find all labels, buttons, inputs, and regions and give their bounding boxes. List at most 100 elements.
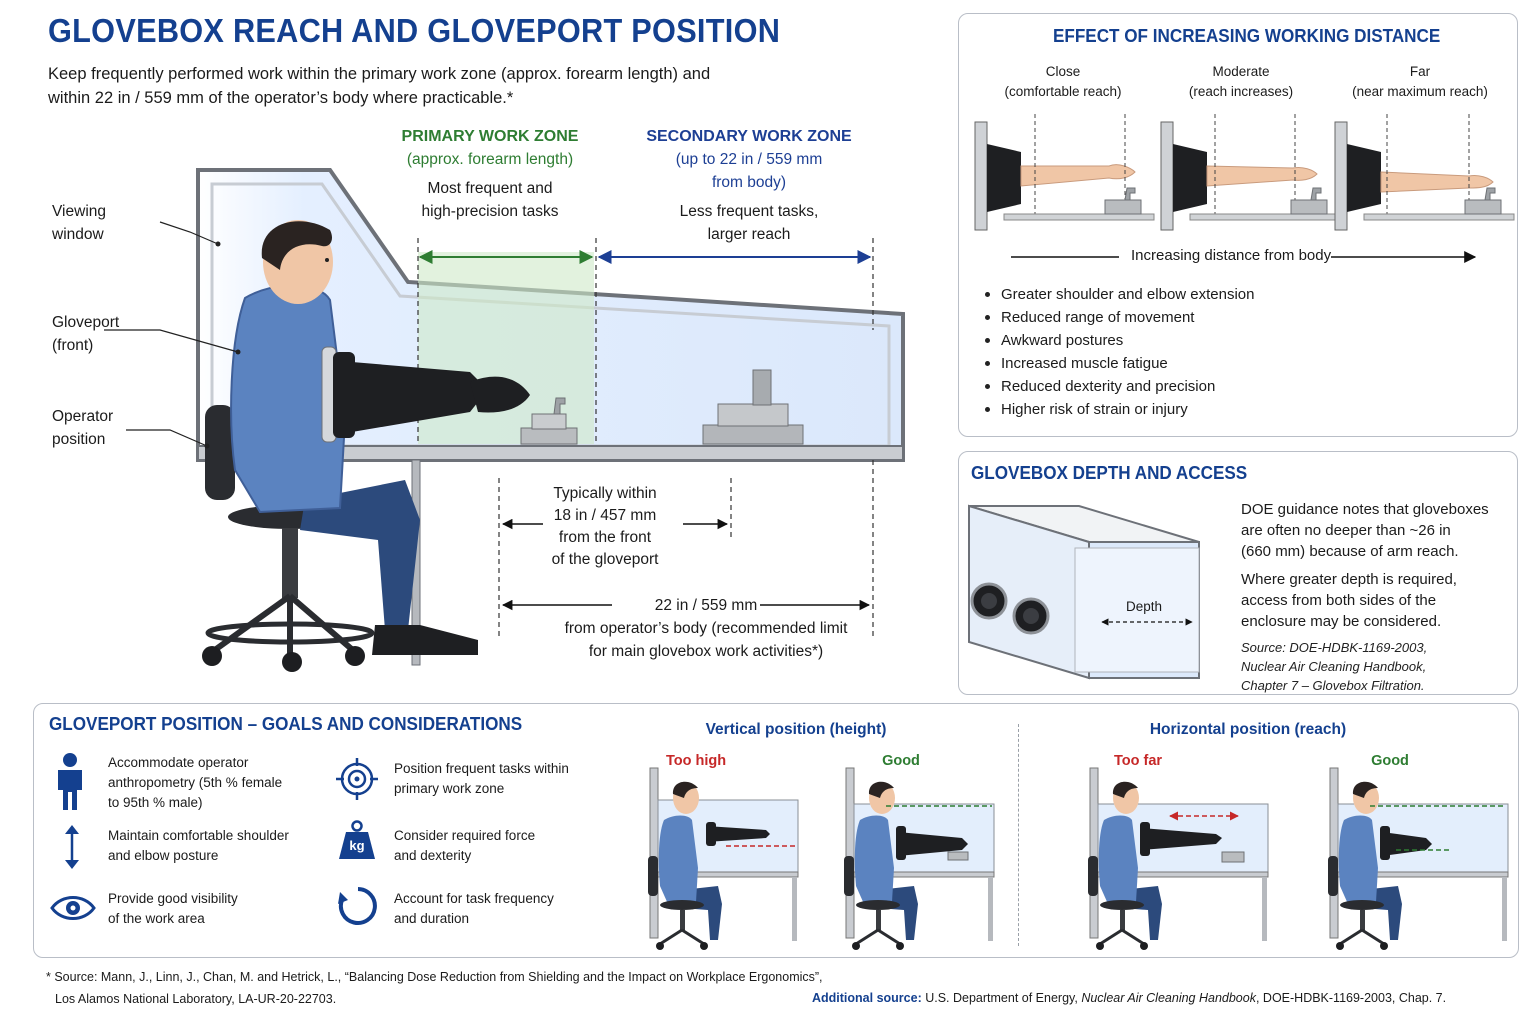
close-column-label: Close (comfortable reach) bbox=[979, 62, 1147, 102]
depth-paragraph-1: DOE guidance notes that gloveboxes are o… bbox=[1241, 499, 1489, 562]
scene-too-high bbox=[646, 767, 799, 952]
goal-anthropometry-line-3: to 95th % male) bbox=[108, 795, 203, 810]
list-item: Greater shoulder and elbow extension bbox=[981, 283, 1255, 306]
distance-effect-panel: EFFECT OF INCREASING WORKING DISTANCE Cl… bbox=[958, 13, 1518, 437]
moderate-label: Moderate bbox=[1212, 64, 1270, 79]
secondary-zone-subtitle-1: (up to 22 in / 559 mm bbox=[675, 151, 823, 168]
scene-too-far bbox=[1086, 767, 1269, 952]
depth-access-panel: GLOVEBOX DEPTH AND ACCESS Depth DOE guid… bbox=[958, 451, 1518, 695]
list-item: Increased muscle fatigue bbox=[981, 352, 1255, 375]
distance-arrow-label: Increasing distance from body bbox=[1131, 247, 1332, 264]
goal-frequency-line-2: and duration bbox=[394, 911, 470, 926]
list-item: Reduced dexterity and precision bbox=[981, 375, 1255, 398]
gloveport-position-scenes bbox=[646, 767, 1509, 952]
footer-source-line-2: Los Alamos National Laboratory, LA-UR-20… bbox=[55, 992, 337, 1006]
cycle-icon bbox=[338, 887, 377, 925]
dim-18-line-1: Typically within bbox=[553, 485, 657, 502]
additional-source-italic: Nuclear Air Cleaning Handbook bbox=[1081, 991, 1256, 1005]
depth-source-line-1: Source: DOE-HDBK-1169-2003, bbox=[1241, 640, 1428, 655]
goal-visibility-line-1: Provide good visibility bbox=[108, 891, 238, 906]
dim-18-line-2: 18 in / 457 mm bbox=[553, 507, 657, 524]
depth-para1-line-3: (660 mm) because of arm reach. bbox=[1241, 543, 1459, 560]
depth-panel-title: GLOVEBOX DEPTH AND ACCESS bbox=[971, 463, 1248, 483]
gloveport-label: Gloveport (front) bbox=[52, 311, 119, 357]
scene-horizontal-good bbox=[1326, 767, 1509, 952]
goal-primary-zone: Position frequent tasks within primary w… bbox=[394, 759, 569, 799]
gloveport-line-1: Gloveport bbox=[52, 314, 120, 331]
list-item: Reduced range of movement bbox=[981, 306, 1255, 329]
primary-zone-subtitle: (approx. forearm length) bbox=[406, 151, 574, 168]
intro-line-1: Keep frequently performed work within th… bbox=[48, 65, 711, 83]
horizontal-position-heading: Horizontal position (reach) bbox=[1149, 721, 1347, 738]
dim-18-line-3: from the front bbox=[558, 529, 652, 546]
primary-zone-desc-1: Most frequent and bbox=[427, 180, 553, 197]
secondary-zone-desc-1: Less frequent tasks, bbox=[679, 203, 819, 220]
goals-panel-title: GLOVEPORT POSITION – GOALS AND CONSIDERA… bbox=[49, 714, 523, 734]
goal-primary-zone-line-2: primary work zone bbox=[394, 781, 505, 796]
viewing-window-leader bbox=[159, 221, 219, 245]
person-icon bbox=[58, 753, 82, 810]
goal-posture-line-2: and elbow posture bbox=[108, 848, 219, 863]
main-glovebox-diagram bbox=[104, 168, 905, 672]
goal-frequency: Account for task frequency and duration bbox=[394, 889, 554, 929]
operator-position-label: Operator position bbox=[52, 405, 113, 451]
kg-weight-icon: kg bbox=[338, 820, 376, 860]
far-reach-illustration bbox=[1334, 114, 1515, 231]
additional-source-pre: U.S. Department of Energy, bbox=[925, 991, 1078, 1005]
large-tool-fixture bbox=[702, 369, 804, 445]
page-title: GLOVEBOX REACH AND GLOVEPORT POSITION bbox=[48, 12, 781, 49]
goal-frequency-line-1: Account for task frequency bbox=[394, 891, 554, 906]
depth-paragraph-2: Where greater depth is required, access … bbox=[1241, 569, 1457, 632]
operator-line-2: position bbox=[52, 431, 106, 448]
dim-22-line-2: from operator’s body (recommended limit bbox=[564, 620, 848, 637]
vertical-position-heading: Vertical position (height) bbox=[705, 721, 887, 738]
primary-zone-title: PRIMARY WORK ZONE bbox=[401, 128, 579, 145]
goal-force: Consider required force and dexterity bbox=[394, 826, 535, 866]
moderate-column-label: Moderate (reach increases) bbox=[1155, 62, 1327, 102]
goal-posture-line-1: Maintain comfortable shoulder bbox=[108, 828, 289, 843]
operator-leader bbox=[126, 429, 208, 447]
vertical-too-high-label: Too high bbox=[665, 753, 727, 769]
intro-text: Keep frequently performed work within th… bbox=[48, 62, 808, 110]
goal-anthropometry-line-1: Accommodate operator bbox=[108, 755, 249, 770]
moderate-sub: (reach increases) bbox=[1188, 84, 1294, 99]
close-reach-illustration bbox=[974, 114, 1155, 231]
goal-primary-zone-line-1: Position frequent tasks within bbox=[394, 761, 569, 776]
target-icon bbox=[336, 758, 378, 800]
eye-icon bbox=[50, 896, 96, 920]
footer-additional-source: Additional source: U.S. Department of En… bbox=[812, 988, 1446, 1008]
far-label: Far bbox=[1409, 64, 1431, 79]
primary-zone-desc-2: high-precision tasks bbox=[421, 203, 559, 220]
goal-anthropometry: Accommodate operator anthropometry (5th … bbox=[108, 753, 282, 813]
dim-22-label: 22 in / 559 mm from operator’s body (rec… bbox=[520, 594, 892, 663]
horizontal-too-far-label: Too far bbox=[1113, 753, 1163, 769]
gloveport-line-2: (front) bbox=[52, 337, 94, 354]
dim-22-line-3: for main glovebox work activities*) bbox=[588, 643, 824, 660]
additional-source-post: , DOE-HDBK-1169-2003, Chap. 7. bbox=[1255, 991, 1447, 1005]
depth-para2-line-1: Where greater depth is required, bbox=[1241, 571, 1457, 588]
glovebox-depth-illustration bbox=[968, 504, 1200, 680]
gloveport-and-glove bbox=[321, 346, 530, 443]
operator-figure bbox=[230, 220, 478, 655]
depth-para2-line-2: access from both sides of the bbox=[1241, 592, 1437, 609]
depth-source-line-2: Nuclear Air Cleaning Handbook, bbox=[1241, 659, 1427, 674]
distance-effects-list: Greater shoulder and elbow extension Red… bbox=[981, 283, 1255, 421]
vertical-arrow-icon bbox=[65, 825, 79, 869]
viewing-window-line-1: Viewing bbox=[52, 203, 107, 220]
footer-source-line-1: * Source: Mann, J., Linn, J., Chan, M. a… bbox=[46, 970, 823, 984]
list-item: Awkward postures bbox=[981, 329, 1255, 352]
intro-line-2: within 22 in / 559 mm of the operator’s … bbox=[48, 89, 514, 107]
additional-source-label: Additional source: bbox=[812, 991, 922, 1005]
scene-vertical-good bbox=[842, 767, 995, 952]
close-label: Close bbox=[1045, 64, 1081, 79]
section-divider bbox=[1018, 724, 1019, 946]
goal-visibility: Provide good visibility of the work area bbox=[108, 889, 238, 929]
goal-force-line-1: Consider required force bbox=[394, 828, 536, 843]
goals-panel: GLOVEPORT POSITION – GOALS AND CONSIDERA… bbox=[33, 703, 1519, 958]
depth-source-line-3: Chapter 7 – Glovebox Filtration. bbox=[1241, 678, 1425, 693]
far-column-label: Far (near maximum reach) bbox=[1335, 62, 1505, 102]
horizontal-good-label: Good bbox=[1371, 753, 1409, 769]
gloveport-leader bbox=[104, 329, 239, 353]
distance-panel-title: EFFECT OF INCREASING WORKING DISTANCE bbox=[1053, 26, 1441, 46]
list-item: Higher risk of strain or injury bbox=[981, 398, 1255, 421]
